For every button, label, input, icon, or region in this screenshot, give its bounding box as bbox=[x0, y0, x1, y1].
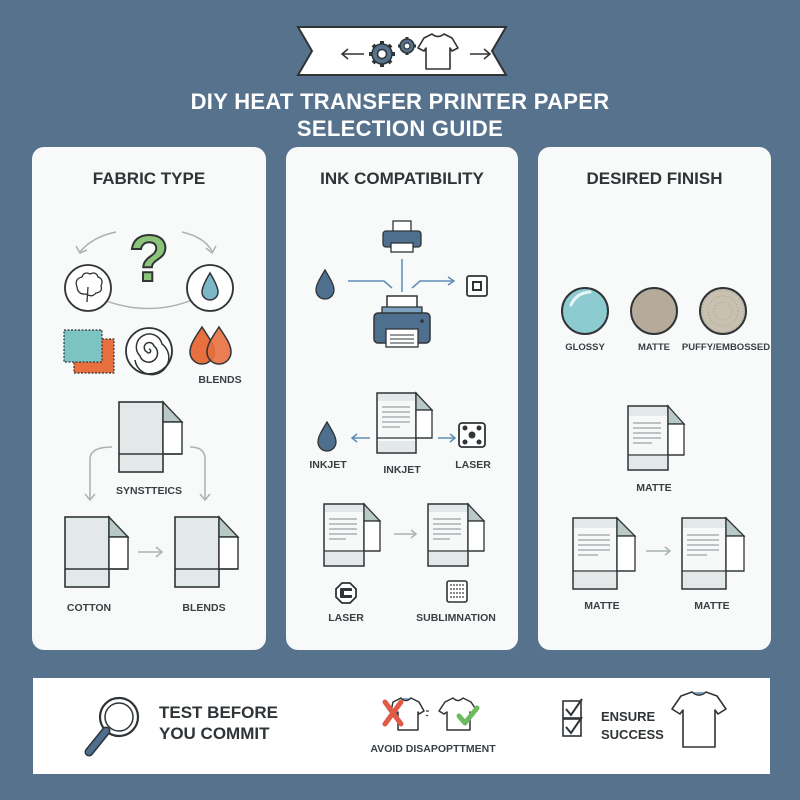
label-sublimation: SUBLIMNATION bbox=[416, 612, 496, 624]
document-icon bbox=[427, 502, 486, 567]
test-line1: TEST BEFORE bbox=[159, 703, 279, 722]
label-puffy-embossed: PUFFY/EMBOSSED bbox=[681, 342, 771, 353]
matte-swatch-icon bbox=[630, 287, 678, 335]
label-inkjet-doc: INKJET bbox=[383, 464, 421, 476]
label-synthetics: SYNSTTEICS bbox=[116, 485, 182, 497]
x-mark-icon bbox=[382, 699, 404, 727]
label-laser: LASER bbox=[328, 612, 364, 624]
ensure-line2: SUCCESS bbox=[601, 727, 664, 742]
panel-fabric-type: FABRIC TYPE ? bbox=[32, 147, 266, 650]
magnifier-icon bbox=[84, 696, 140, 757]
header-banner bbox=[296, 24, 508, 78]
arrow-left-icon bbox=[340, 48, 364, 60]
document-icon bbox=[323, 502, 382, 567]
label-laser-icon: LASER bbox=[455, 459, 491, 471]
page-title-line2: SELECTION GUIDE bbox=[296, 116, 504, 141]
panel-title: DESIRED FINISH bbox=[586, 169, 723, 188]
ensure-line1: ENSURE bbox=[601, 709, 656, 724]
puffy-swatch-icon bbox=[699, 287, 747, 335]
panel-title: INK COMPATIBILITY bbox=[320, 169, 484, 188]
ink-drop-icon bbox=[315, 268, 335, 300]
fabric-swatch-icon bbox=[63, 329, 115, 374]
document-icon bbox=[376, 391, 434, 454]
water-drop-icon bbox=[186, 264, 234, 312]
label-cotton: COTTON bbox=[66, 602, 112, 614]
document-icon bbox=[681, 516, 746, 590]
label-inkjet-drop: INKJET bbox=[309, 459, 347, 471]
printer-icon bbox=[373, 295, 431, 348]
label-blends: BLENDS bbox=[182, 602, 226, 614]
label-matte-right: MATTE bbox=[694, 600, 730, 612]
spiral-icon bbox=[125, 327, 173, 376]
tshirt-icon bbox=[671, 691, 727, 748]
question-mark-icon: ? bbox=[128, 220, 170, 296]
printer-icon bbox=[382, 220, 422, 253]
sublimation-grid-icon bbox=[446, 580, 468, 603]
panel-ink-compatibility: INK COMPATIBILITY bbox=[286, 147, 518, 650]
toner-icon bbox=[466, 275, 488, 297]
document-icon bbox=[64, 515, 130, 588]
avoid-disappointment-label: AVOID DISAPOPTTMENT bbox=[370, 743, 496, 755]
footer-tips: TEST BEFORE YOU COMMIT AVOID DISAPOPTTME… bbox=[33, 678, 770, 774]
label-matte-top: MATTE bbox=[636, 482, 672, 494]
blends-drops-icon bbox=[189, 325, 232, 365]
gear-icon bbox=[398, 37, 416, 55]
laser-toner-icon bbox=[458, 422, 486, 448]
label-blends-icon: BLENDS bbox=[198, 374, 242, 386]
test-line2: YOU COMMIT bbox=[159, 724, 270, 743]
label-glossy: GLOSSY bbox=[565, 342, 605, 353]
laser-octagon-icon bbox=[335, 582, 357, 604]
panel-desired-finish: DESIRED FINISH bbox=[538, 147, 771, 650]
svg-text:?: ? bbox=[129, 221, 169, 295]
tshirt-icon bbox=[417, 33, 459, 70]
cotton-icon bbox=[64, 264, 112, 312]
checklist-icon bbox=[562, 698, 583, 737]
document-icon bbox=[118, 400, 184, 473]
label-matte-swatch: MATTE bbox=[637, 342, 671, 353]
document-icon bbox=[627, 404, 686, 471]
document-icon bbox=[572, 516, 637, 590]
panel-title: FABRIC TYPE bbox=[92, 169, 206, 188]
label-matte-left: MATTE bbox=[584, 600, 620, 612]
check-mark-icon bbox=[456, 705, 480, 726]
document-icon bbox=[174, 515, 240, 588]
arrow-right-icon bbox=[470, 48, 492, 60]
ink-drop-icon bbox=[317, 420, 337, 452]
gear-icon bbox=[369, 41, 395, 67]
glossy-swatch-icon bbox=[561, 287, 609, 335]
page-title-line1: DIY HEAT TRANSFER PRINTER PAPER bbox=[190, 89, 610, 114]
